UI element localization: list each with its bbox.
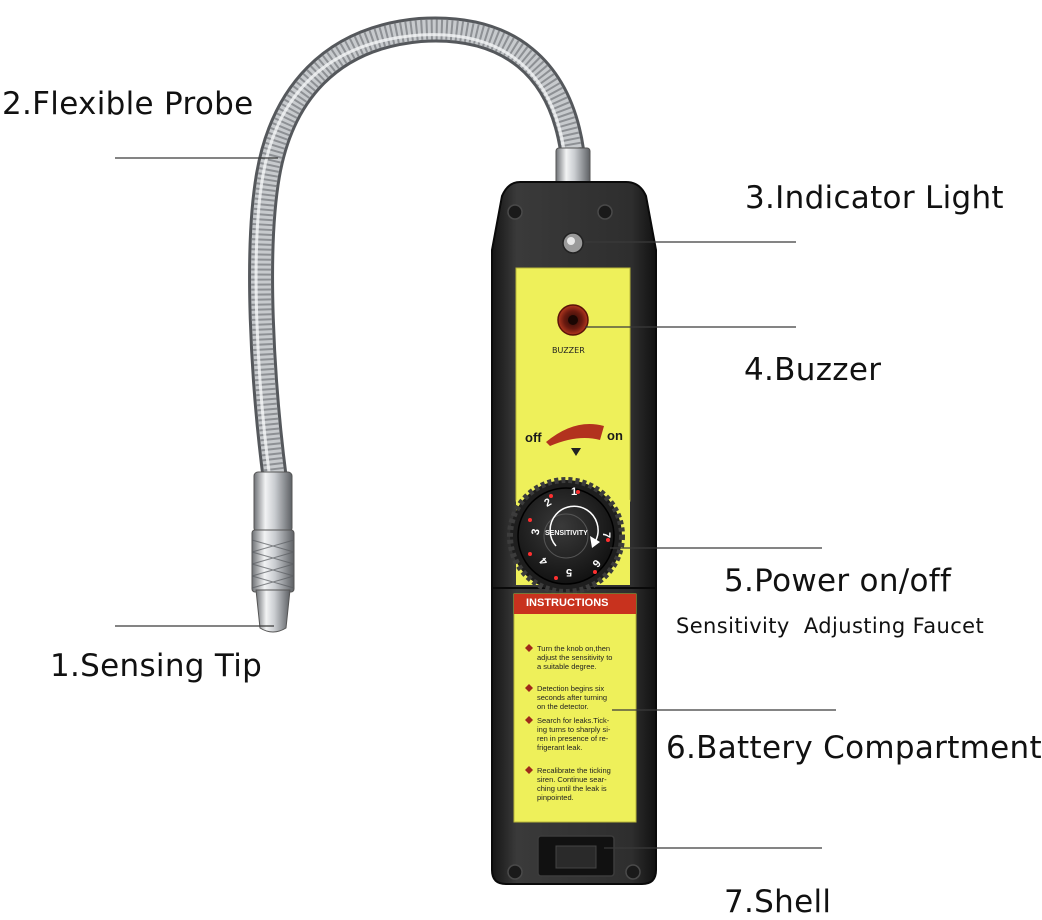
callout-indicator-light: 3.Indicator Light <box>745 180 1004 216</box>
instruction-line: seconds after turning <box>537 693 608 702</box>
instruction-step: Search for leaks.Tick- ing turns to shar… <box>537 716 610 752</box>
dial-label: SENSITIVITY <box>545 530 588 537</box>
dial-number: 1 <box>571 486 578 498</box>
indicator-light <box>562 232 584 254</box>
pointer-triangle <box>571 448 581 456</box>
instructions-title: INSTRUCTIONS <box>526 597 609 609</box>
probe-collar <box>555 147 591 187</box>
instruction-step: Turn the knob on,then adjust the sensiti… <box>537 644 612 671</box>
callout-sensitivity: Sensitivity Adjusting Faucet <box>676 614 985 638</box>
callout-buzzer: 4.Buzzer <box>744 352 882 388</box>
flexible-probe <box>248 16 585 482</box>
off-label: off <box>525 430 542 445</box>
instruction-line: ing turns to sharply si- <box>537 725 611 734</box>
instruction-step: Detection begins six seconds after turni… <box>537 684 607 711</box>
instruction-line: ching until the leak is <box>537 784 607 793</box>
leader-lines <box>115 157 836 849</box>
instruction-line: Search for leaks.Tick- <box>537 716 610 725</box>
instruction-line: on the detector. <box>537 702 589 711</box>
instruction-line: frigerant leak. <box>537 743 583 752</box>
sensitivity-knob <box>507 477 625 595</box>
on-label: on <box>607 428 623 443</box>
sensing-tip <box>251 471 295 633</box>
instruction-line: adjust the sensitivity to <box>537 653 613 662</box>
instruction-line: Turn the knob on,then <box>537 644 611 653</box>
callout-battery: 6.Battery Compartment <box>666 730 1042 766</box>
callout-flexible-probe: 2.Flexible Probe <box>2 86 254 122</box>
buzzer-label: BUZZER <box>552 346 585 355</box>
buzzer <box>557 304 589 336</box>
callout-sensing-tip: 1.Sensing Tip <box>50 648 263 684</box>
dial-number: 7 <box>600 531 613 539</box>
control-panel <box>515 267 631 506</box>
instruction-line: pinpointed. <box>537 793 574 802</box>
dial-number: 5 <box>566 566 573 578</box>
on-off-arc <box>546 424 604 446</box>
instruction-line: Detection begins six <box>537 684 605 693</box>
instruction-line: a suitable degree. <box>537 662 597 671</box>
instruction-step: Recalibrate the ticking siren. Continue … <box>537 766 611 802</box>
instruction-line: ren in presence of re- <box>537 734 609 743</box>
callout-shell: 7.Shell <box>724 884 832 920</box>
instructions-panel <box>513 593 637 823</box>
instruction-line: siren. Continue sear- <box>537 775 607 784</box>
instruction-line: Recalibrate the ticking <box>537 766 611 775</box>
callout-power: 5.Power on/off <box>724 563 952 599</box>
